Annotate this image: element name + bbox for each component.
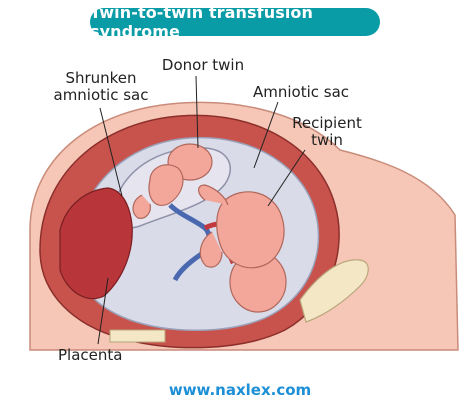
- leader-shrunken-sac: [99, 107, 123, 197]
- label-amniotic-sac: Amniotic sac: [252, 83, 350, 101]
- label-donor-twin: Donor twin: [161, 56, 245, 74]
- diagram-title: Twin-to-twin transfusion syndrome: [90, 3, 314, 41]
- label-placenta: Placenta: [58, 346, 123, 364]
- label-shrunken-amniotic-sac: Shrunken amniotic sac: [53, 69, 149, 104]
- spine: [109, 329, 166, 343]
- leader-recipient-twin: [267, 149, 306, 207]
- donor-twin-figure: [132, 143, 213, 219]
- leader-amniotic-sac: [253, 101, 279, 169]
- pelvic-bone: [299, 259, 369, 323]
- leader-donor-twin: [195, 75, 199, 149]
- leader-placenta: [97, 277, 109, 345]
- footer-url[interactable]: www.naxlex.com: [168, 381, 312, 399]
- placenta: [59, 187, 133, 300]
- recipient-twin-figure: [198, 184, 287, 313]
- label-recipient-twin: Recipient twin: [292, 114, 362, 149]
- title-banner: Twin-to-twin transfusion syndrome: [90, 3, 380, 41]
